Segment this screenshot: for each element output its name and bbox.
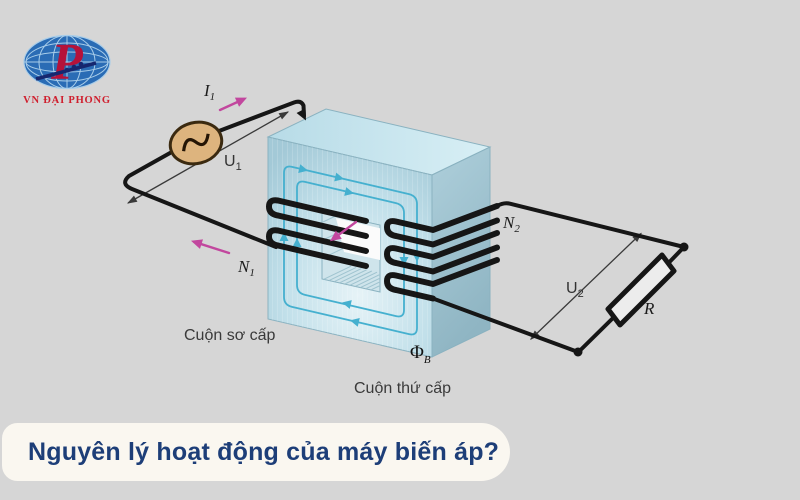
secondary-top-wire [495, 201, 686, 249]
label-r: R [643, 299, 655, 318]
label-n2: N2 [502, 213, 520, 235]
secondary-turn [384, 257, 500, 302]
window-lamination-lines [322, 212, 380, 291]
label-u2: U2 [566, 280, 584, 300]
circuit-wiring [123, 99, 689, 357]
primary-bottom-wire [123, 151, 278, 249]
label-u1: U1 [224, 153, 242, 173]
sine-wave-icon [182, 133, 210, 152]
flux-loop-outer [283, 165, 418, 336]
logo-swoosh [35, 61, 97, 81]
primary-turn [266, 197, 369, 239]
flux-loop-inner [296, 180, 405, 318]
label-n1: N1 [237, 257, 255, 279]
primary-top-wire [217, 99, 306, 133]
primary-turn [266, 227, 369, 269]
secondary-bottom-wire [431, 296, 580, 354]
secondary-coil [384, 203, 500, 302]
u2-dimension-line [530, 233, 642, 340]
junction-dot [573, 347, 583, 357]
logo-monogram: P [50, 34, 84, 91]
resistor-lead-bottom [577, 316, 615, 354]
title-banner: Nguyên lý hoạt động của máy biến áp? [2, 423, 510, 481]
page-title: Nguyên lý hoạt động của máy biến áp? [28, 437, 500, 466]
secondary-turn [384, 203, 500, 248]
junction-dot [679, 242, 689, 252]
logo-brand-text: VN ĐẠI PHONG [23, 95, 111, 106]
accent-arrows [189, 93, 358, 255]
label-flux: ΦB [410, 342, 431, 366]
caption-primary-coil: Cuộn sơ cấp [184, 327, 276, 344]
label-i1: I1 [203, 81, 215, 103]
caption-secondary-coil: Cuộn thứ cấp [354, 380, 451, 397]
wire-solids [296, 108, 689, 357]
primary-coil [266, 197, 369, 269]
flux-lines [279, 164, 422, 336]
resistor [605, 252, 677, 328]
ac-source-icon [168, 120, 224, 166]
secondary-turn [384, 230, 500, 275]
brand-logo: P VN ĐẠI PHONG [23, 34, 111, 106]
